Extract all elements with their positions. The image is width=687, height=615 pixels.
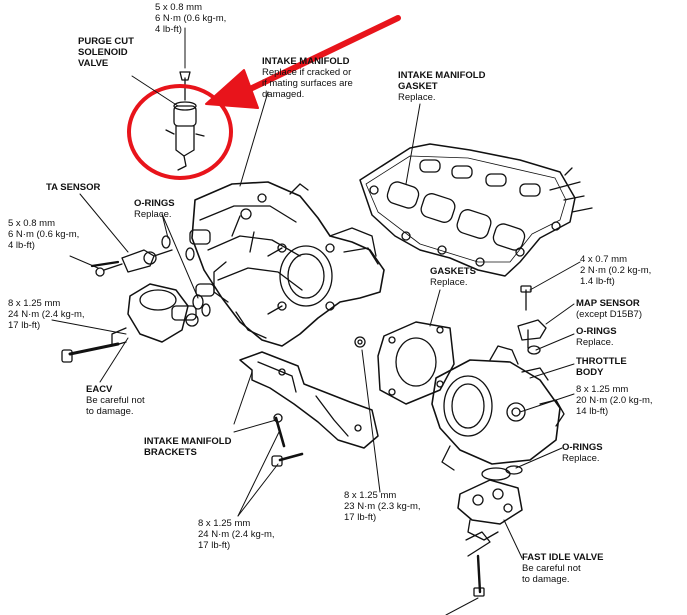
ta-sensor (90, 249, 173, 277)
purge-cut-solenoid-valve (165, 71, 205, 171)
o-ring-small (161, 235, 211, 317)
purge-cut-torque-label: 5 x 0.8 mm 6 N·m (0.6 kg-m, 4 lb-ft) (155, 2, 227, 35)
throttle-body-torque-label: 8 x 1.25 mm 20 N·m (2.0 kg-m, 14 lb-ft) (576, 384, 653, 417)
ta-sensor-torque-label: 5 x 0.8 mm 6 N·m (0.6 kg-m, 4 lb-ft) (8, 218, 80, 251)
o-rings-label-3: O-RINGS Replace. (562, 442, 603, 464)
o-rings-label-2: O-RINGS Replace. (576, 326, 617, 348)
purge-cut-valve-label: PURGE CUT SOLENOID VALVE (78, 36, 134, 69)
eacv-valve (61, 283, 199, 363)
throttle-body (431, 285, 565, 471)
fast-idle-valve (457, 479, 523, 597)
map-sensor-label: MAP SENSOR (except D15B7) (576, 298, 643, 320)
throttle-gasket (377, 321, 455, 405)
intake-manifold-gasket (359, 143, 593, 277)
highlight-arrow (205, 15, 401, 109)
intake-manifold-brackets-label: INTAKE MANIFOLD BRACKETS (144, 436, 232, 458)
leader-lines (51, 27, 581, 615)
throttle-body-label: THROTTLE BODY (576, 356, 627, 378)
eacv-label: EACV Be careful not to damage. (86, 384, 145, 417)
ta-sensor-label: TA SENSOR (46, 182, 101, 193)
intake-manifold-brackets (239, 336, 379, 467)
intake-manifold-label: INTAKE MANIFOLD Replace if cracked or if… (262, 56, 353, 100)
intake-manifold-body (189, 181, 385, 347)
o-ring-throttle (481, 465, 523, 481)
center-bolt-torque-label: 8 x 1.25 mm 23 N·m (2.3 kg-m, 17 lb-ft) (344, 490, 421, 523)
map-sensor-torque-label: 4 x 0.7 mm 2 N·m (0.2 kg-m, 1.4 lb-ft) (580, 254, 652, 287)
highlight-circle (127, 84, 233, 180)
fast-idle-valve-label: FAST IDLE VALVE Be careful not to damage… (522, 552, 604, 585)
o-rings-label-1: O-RINGS Replace. (134, 198, 175, 220)
eacv-torque-label: 8 x 1.25 mm 24 N·m (2.4 kg-m, 17 lb-ft) (8, 298, 85, 331)
bracket-torque-label: 8 x 1.25 mm 24 N·m (2.4 kg-m, 17 lb-ft) (198, 518, 275, 551)
gaskets-label: GASKETS Replace. (430, 266, 476, 288)
intake-manifold-gasket-label: INTAKE MANIFOLD GASKET Replace. (398, 70, 486, 103)
